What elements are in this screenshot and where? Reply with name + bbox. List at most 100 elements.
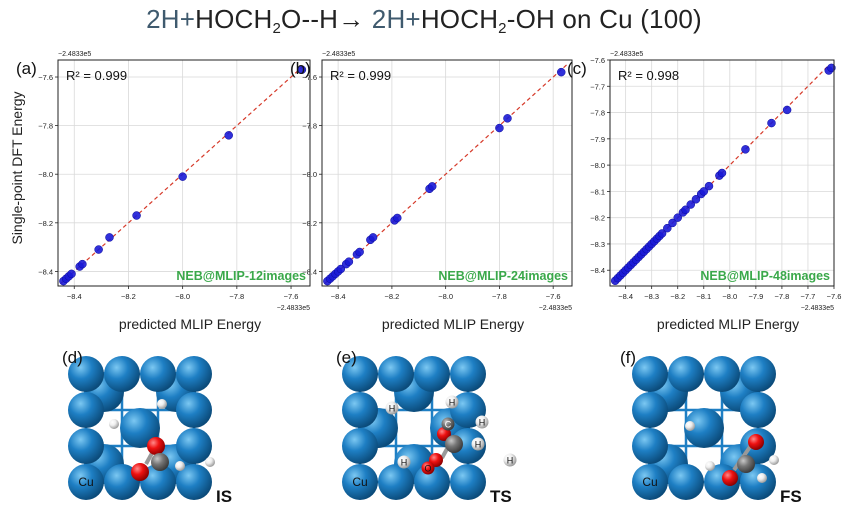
data-point <box>717 168 727 178</box>
data-point <box>178 172 187 181</box>
y-tick-label: −8.1 <box>590 187 605 196</box>
data-point <box>132 211 141 220</box>
data-point <box>224 131 233 140</box>
x-tick-label: −7.8 <box>492 292 507 301</box>
y-tick-label: −7.8 <box>302 122 317 131</box>
y-tick-label: −7.6 <box>302 73 317 82</box>
data-point <box>704 181 714 191</box>
y-tick-label: −8.2 <box>38 219 53 228</box>
x-tick-label: −7.9 <box>748 292 763 301</box>
data-point <box>105 233 114 242</box>
data-point <box>686 200 695 209</box>
data-point <box>297 65 307 74</box>
x-tick-label: −8.4 <box>331 292 346 301</box>
x-offset-label: −2.4833e5 <box>801 305 834 312</box>
title-part-4: 2H+ <box>371 4 421 34</box>
y-tick-label: −8.4 <box>302 267 317 276</box>
x-tick-label: −7.7 <box>801 292 816 301</box>
chart-panel-2: −8.4 −8.3 −8.2 −8.1 −8.0 −7.9 −7.8 −7.7 −7.6 −8.4… <box>567 51 841 332</box>
y-offset-label: −2.4833e5 <box>58 51 91 58</box>
title-part-5: HOCH <box>420 4 499 34</box>
x-axis-label: predicted MLIP Energy <box>657 316 799 332</box>
data-point <box>668 218 677 228</box>
data-point <box>681 205 690 215</box>
panel-letter: (c) <box>567 59 587 78</box>
x-tick-label: −7.8 <box>229 292 244 301</box>
chart-panel-0: −8.4 −8.2 −8.0 −7.8 −7.6 −8.4 −8.2 −8.0 −7.8 −7.6… <box>16 51 311 332</box>
data-point <box>673 213 682 222</box>
data-point <box>78 259 87 269</box>
data-point <box>355 247 364 257</box>
data-point <box>741 145 750 154</box>
x-offset-label: −2.4833e5 <box>277 305 310 312</box>
plot-frame <box>57 59 311 287</box>
data-point <box>393 213 402 223</box>
title-part-1: HOCH <box>195 4 273 34</box>
data-point <box>344 257 354 266</box>
y-tick-label: −8.4 <box>38 267 53 276</box>
x-tick-label: −8.3 <box>644 292 659 301</box>
y-offset-label: −2.4833e5 <box>610 51 643 58</box>
title-part-7: -OH on Cu (100) <box>506 4 702 34</box>
data-point <box>336 264 346 274</box>
panel-letter: (b) <box>290 59 311 78</box>
images-note: NEB@MLIP-48images <box>700 269 830 283</box>
r2-annotation: R² = 0.999 <box>330 68 391 83</box>
title-part-0: 2H+ <box>146 4 196 34</box>
y-tick-label: −8.0 <box>38 170 53 179</box>
x-tick-label: −7.6 <box>284 292 299 301</box>
data-point <box>657 229 667 238</box>
x-tick-label: −8.0 <box>175 292 190 301</box>
data-point <box>699 187 709 196</box>
chart-panel-1: −8.4−8.2−8.0−7.8−7.6−8.4−8.2−8.0−7.8−7.6… <box>290 51 573 332</box>
data-point <box>767 118 776 128</box>
y-offset-label: −2.4833e5 <box>322 51 355 58</box>
r2-annotation: R² = 0.999 <box>66 68 127 83</box>
y-tick-label: −7.7 <box>590 82 605 91</box>
data-point <box>427 182 437 191</box>
data-point <box>503 114 512 123</box>
data-point <box>495 123 504 133</box>
title-part-6: 2 <box>498 20 507 37</box>
x-tick-label: −7.6 <box>546 292 561 301</box>
x-axis-label: predicted MLIP Energy <box>119 316 261 332</box>
x-offset-label: −2.4833e5 <box>539 305 572 312</box>
x-tick-label: −8.4 <box>67 292 82 301</box>
y-tick-label: −8.3 <box>590 240 605 249</box>
r2-annotation: R² = 0.998 <box>618 68 679 83</box>
images-note: NEB@MLIP-12images <box>176 269 306 283</box>
y-tick-label: −8.0 <box>302 170 317 179</box>
x-tick-label: −8.4 <box>618 292 633 301</box>
data-point <box>827 63 836 73</box>
title-part-2: 2 <box>272 20 282 37</box>
y-tick-label: −7.8 <box>38 122 53 131</box>
x-tick-label: −7.8 <box>775 292 790 301</box>
panel-letter: (a) <box>16 59 37 78</box>
x-tick-label: −8.2 <box>670 292 685 301</box>
x-tick-label: −8.0 <box>438 292 453 301</box>
data-point <box>67 269 76 279</box>
y-tick-label: −7.6 <box>38 73 53 82</box>
data-point <box>368 233 378 242</box>
y-tick-label: −8.0 <box>590 161 605 170</box>
data-point <box>663 223 672 233</box>
data-point <box>691 195 701 204</box>
title-part-3: O--H→ <box>281 4 372 34</box>
data-point <box>556 67 566 77</box>
x-tick-label: −8.2 <box>121 292 136 301</box>
y-tick-label: −8.4 <box>590 266 605 275</box>
images-note: NEB@MLIP-24images <box>438 269 568 283</box>
y-tick-label: −7.8 <box>590 109 605 118</box>
figure-title: 2H+HOCH2O--H→ 2H+HOCH2-OH on Cu (100) <box>0 4 848 37</box>
x-tick-label: −7.6 <box>827 292 842 301</box>
x-tick-label: −8.0 <box>722 292 737 301</box>
y-tick-label: −7.6 <box>590 56 605 65</box>
x-tick-label: −8.1 <box>696 292 711 301</box>
data-point <box>94 245 103 254</box>
y-tick-label: −7.9 <box>590 135 605 144</box>
plot-frame <box>321 59 573 287</box>
x-tick-label: −8.2 <box>384 292 399 301</box>
fit-line <box>324 64 568 285</box>
data-point <box>782 105 792 115</box>
